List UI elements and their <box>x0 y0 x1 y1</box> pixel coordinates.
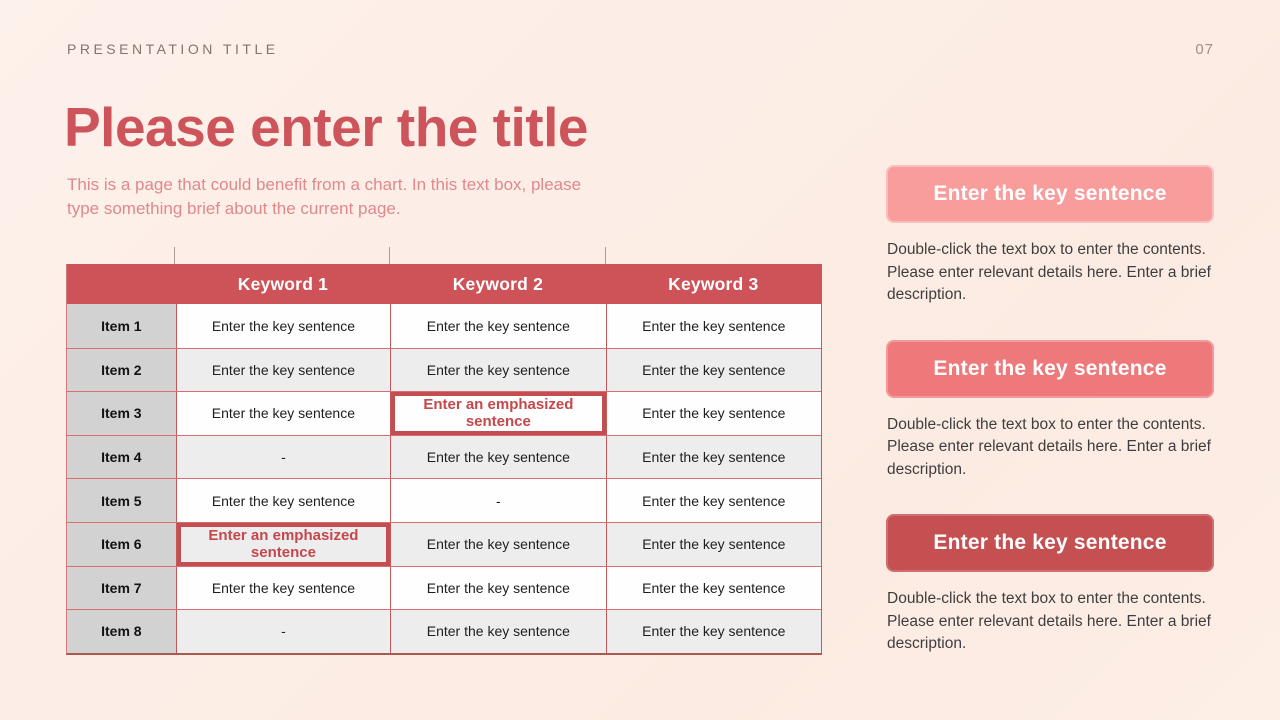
table-cell: Enter the key sentence <box>605 610 821 653</box>
column-header-keyword-1: Keyword 1 <box>237 273 329 294</box>
keyword-table-container: Keyword 1 Keyword 2 Keyword 3 Item 1 Ent… <box>66 247 822 655</box>
table-cell: Enter the key sentence <box>175 348 391 392</box>
table-cell-emphasized: Enter an emphasized sentence <box>390 392 606 435</box>
key-sentence-button-1[interactable]: Enter the key sentence <box>886 165 1214 223</box>
page-number: 07 <box>1195 41 1214 58</box>
row-label: Item 4 <box>67 435 176 479</box>
row-label: Item 1 <box>67 304 176 348</box>
table-header-row: Keyword 1 Keyword 2 Keyword 3 <box>67 264 821 304</box>
row-label: Item 7 <box>67 566 176 610</box>
table-cell: Enter the key sentence <box>175 392 391 435</box>
key-sentence-button-2[interactable]: Enter the key sentence <box>886 339 1214 398</box>
row-label: Item 3 <box>67 392 176 435</box>
column-guide-tick <box>174 247 175 264</box>
column-header-keyword-2: Keyword 2 <box>452 273 544 294</box>
table-row: Item 6 Enter an emphasized sentence Ente… <box>67 521 821 566</box>
table-cell: Enter the key sentence <box>175 566 391 610</box>
table-cell: - <box>175 435 391 479</box>
table-row: Item 8 - Enter the key sentence Enter th… <box>67 609 821 653</box>
key-sentence-description-2: Double-click the text box to enter the c… <box>887 415 1211 478</box>
table-cell-emphasized: Enter an emphasized sentence <box>175 522 391 566</box>
table-cell: Enter the key sentence <box>605 522 821 566</box>
presentation-title-eyebrow: PRESENTATION TITLE <box>67 41 279 57</box>
table-row: Item 2 Enter the key sentence Enter the … <box>67 347 821 392</box>
table-cell: Enter the key sentence <box>175 304 391 348</box>
column-guide-tick <box>605 247 606 264</box>
table-row: Item 4 - Enter the key sentence Enter th… <box>67 434 821 479</box>
column-header-keyword-3: Keyword 3 <box>668 273 759 294</box>
table-body: Item 1 Enter the key sentence Enter the … <box>67 304 821 653</box>
slide-subtitle: This is a page that could benefit from a… <box>67 175 582 218</box>
table-cell: Enter the key sentence <box>390 610 606 653</box>
sidebar-cta-panel: Enter the key sentence Double-click the … <box>886 165 1214 689</box>
table-row: Item 5 Enter the key sentence - Enter th… <box>67 478 821 522</box>
table-cell: Enter the key sentence <box>390 348 606 392</box>
table-cell: - <box>175 610 391 653</box>
table-cell: Enter the key sentence <box>390 566 606 610</box>
table-row: Item 1 Enter the key sentence Enter the … <box>67 304 821 348</box>
table-row: Item 7 Enter the key sentence Enter the … <box>67 565 821 610</box>
table-cell: Enter the key sentence <box>390 435 606 479</box>
column-guide-tick <box>389 247 390 264</box>
table-cell: Enter the key sentence <box>605 435 821 479</box>
slide-title: Please enter the title <box>64 96 588 158</box>
table-cell: Enter the key sentence <box>605 566 821 610</box>
table-cell: Enter the key sentence <box>605 392 821 435</box>
key-sentence-description-1: Double-click the text box to enter the c… <box>887 241 1211 303</box>
table-cell: Enter the key sentence <box>175 479 391 522</box>
table-cell: Enter the key sentence <box>390 304 606 348</box>
table-cell: - <box>390 479 606 522</box>
row-label: Item 6 <box>67 522 176 566</box>
key-sentence-button-3[interactable]: Enter the key sentence <box>886 514 1214 572</box>
table-row: Item 3 Enter the key sentence Enter an e… <box>67 391 821 435</box>
row-label: Item 8 <box>67 610 176 653</box>
row-label: Item 5 <box>67 479 176 522</box>
table-cell: Enter the key sentence <box>605 348 821 392</box>
keyword-table: Keyword 1 Keyword 2 Keyword 3 Item 1 Ent… <box>66 264 822 655</box>
column-header-blank <box>67 264 176 304</box>
table-cell: Enter the key sentence <box>390 522 606 566</box>
row-label: Item 2 <box>67 348 176 392</box>
table-cell: Enter the key sentence <box>605 304 821 348</box>
table-cell: Enter the key sentence <box>605 479 821 522</box>
key-sentence-description-3: Double-click the text box to enter the c… <box>887 590 1211 652</box>
